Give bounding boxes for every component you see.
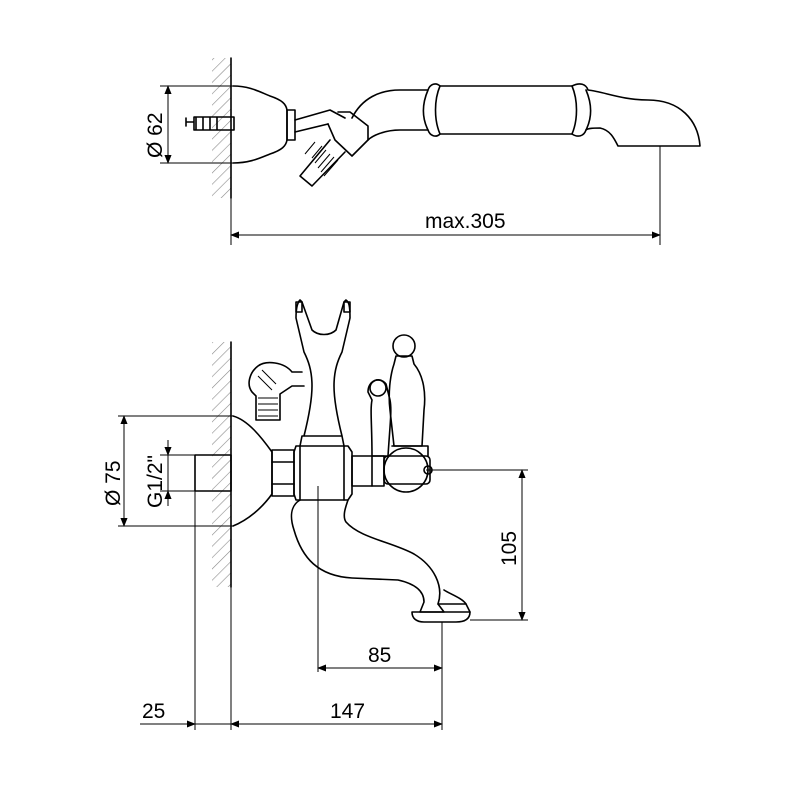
lever-handle [351, 334, 433, 493]
dim-front-diameter: Ø 75 [102, 460, 125, 506]
wall-hatch-top [212, 58, 231, 198]
top-view: Ø 62 max.305 [144, 57, 701, 245]
wall-hatch-front [212, 342, 231, 587]
handshower-handle-top [351, 83, 701, 147]
holder-column [295, 299, 351, 447]
holder-top [327, 111, 369, 157]
dim-total-depth: 147 [330, 700, 365, 723]
hex-nut [271, 449, 295, 497]
dim-thread: G1/2" [144, 455, 167, 508]
dim-top-diameter: Ø 62 [144, 112, 167, 158]
rosette-top [232, 85, 288, 164]
front-view: Ø 75 G1/2" 105 85 25 147 [102, 299, 528, 730]
dim-spout-reach: 85 [368, 644, 391, 667]
hose-connector-top [299, 139, 346, 187]
dim-max-length: max.305 [425, 210, 506, 233]
spout [290, 499, 445, 613]
rosette-front [232, 415, 273, 527]
inlet-stub [194, 454, 232, 492]
valve-knob [383, 447, 429, 493]
pipe-stub-top [185, 116, 235, 131]
hose-connector-front [248, 361, 305, 421]
dim-wall-offset: 25 [142, 700, 165, 723]
mixer-body [293, 445, 353, 501]
dim-height: 105 [498, 531, 521, 566]
